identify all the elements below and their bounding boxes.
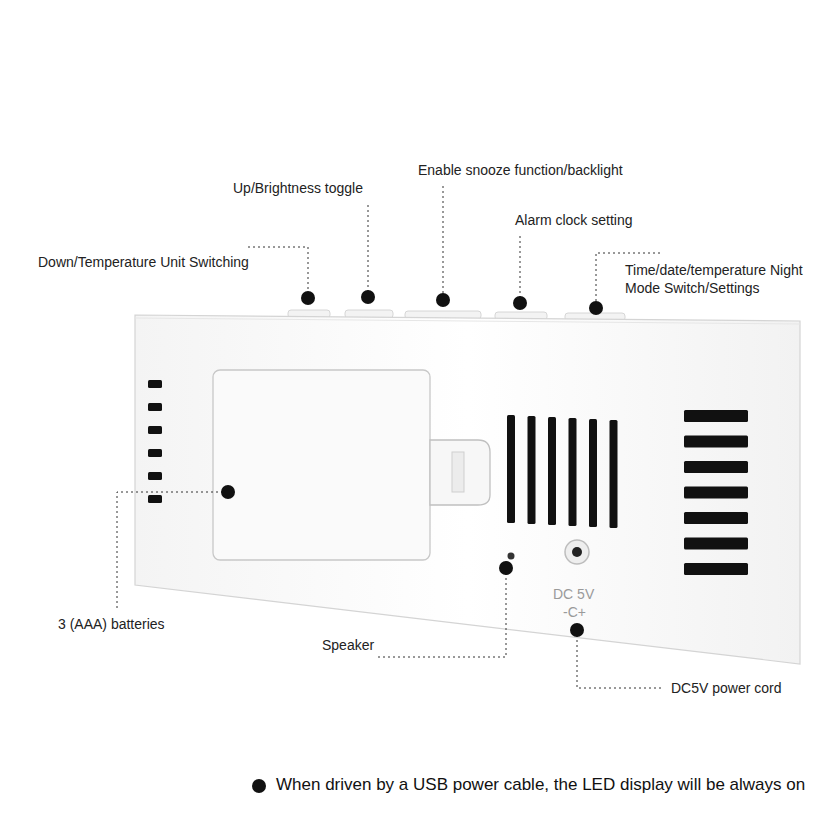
callout-label: Enable snooze function/backlight: [418, 161, 623, 179]
vent-slot: [507, 415, 515, 523]
vent-slot: [569, 418, 577, 526]
device-marking: DC 5V: [553, 585, 594, 603]
callout-label: Speaker: [322, 636, 374, 654]
vent-slot: [148, 380, 162, 388]
vent-slot: [610, 420, 618, 528]
footnote: When driven by a USB power cable, the LE…: [276, 776, 805, 794]
vent-slot: [148, 449, 162, 457]
callout-label: Up/Brightness toggle: [233, 179, 363, 197]
vent-slot: [148, 472, 162, 480]
vent-slot: [684, 410, 748, 422]
vent-slot: [684, 436, 748, 448]
callout-label: Time/date/temperature Night Mode Switch/…: [625, 261, 830, 297]
vent-slot: [589, 419, 597, 527]
vent-slot: [528, 416, 536, 524]
vent-slot: [684, 512, 748, 524]
vent-slot: [684, 487, 748, 499]
vent-slot: [148, 495, 162, 503]
vent-slot: [684, 563, 748, 575]
callout-label: Down/Temperature Unit Switching: [38, 253, 249, 271]
vent-slot: [684, 461, 748, 473]
callout-label: 3 (AAA) batteries: [58, 615, 165, 633]
callout-label: Alarm clock setting: [515, 211, 632, 229]
vent-slot: [548, 417, 556, 525]
polarity-marking: -C+: [563, 603, 586, 621]
vent-slot: [148, 426, 162, 434]
vent-slot: [684, 538, 748, 550]
callout-label: DC5V power cord: [671, 679, 782, 697]
vent-slot: [148, 403, 162, 411]
